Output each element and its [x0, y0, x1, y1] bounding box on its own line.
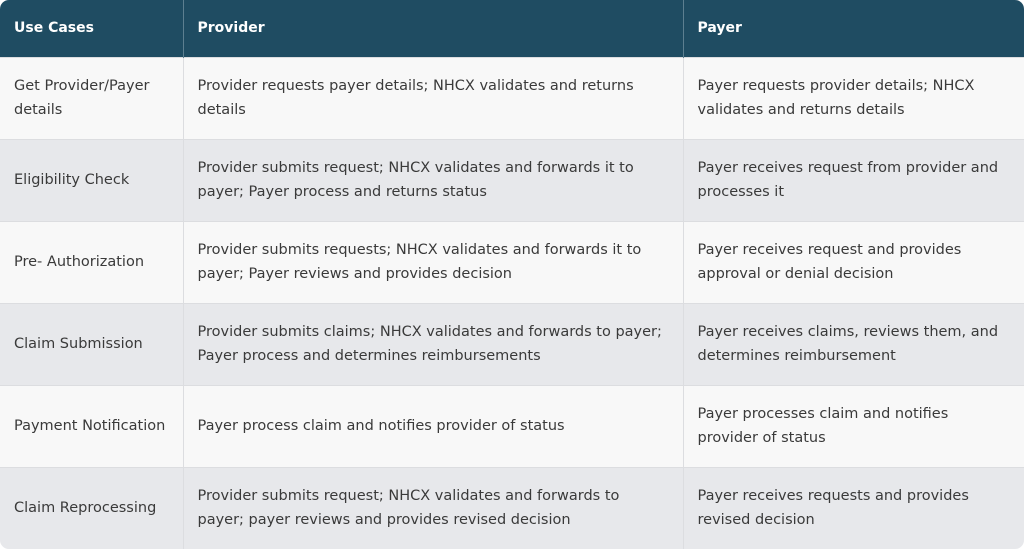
- cell-use-case: Get Provider/Payer details: [0, 56, 184, 139]
- table-row: Get Provider/Payer details Provider requ…: [0, 56, 1024, 139]
- cell-provider: Provider submits requests; NHCX validate…: [183, 220, 684, 303]
- cell-use-case: Pre- Authorization: [0, 220, 184, 303]
- header-provider: Provider: [183, 0, 684, 57]
- cell-use-case: Eligibility Check: [0, 138, 184, 221]
- table-header-row: Use Cases Provider Payer: [0, 0, 1024, 57]
- cell-payer: Payer receives requests and provides rev…: [683, 466, 1024, 549]
- header-use-cases: Use Cases: [0, 0, 184, 57]
- table-row: Payment Notification Payer process claim…: [0, 384, 1024, 467]
- cell-use-case: Claim Reprocessing: [0, 466, 184, 549]
- cell-provider: Provider submits request; NHCX validates…: [183, 466, 684, 549]
- cell-use-case: Claim Submission: [0, 302, 184, 385]
- cell-use-case: Payment Notification: [0, 384, 184, 467]
- cell-provider: Payer process claim and notifies provide…: [183, 384, 684, 467]
- header-payer: Payer: [697, 20, 742, 37]
- cell-provider: Provider submits request; NHCX validates…: [183, 138, 684, 221]
- cell-payer: Payer receives claims, reviews them, and…: [683, 302, 1024, 385]
- table-row: Pre- Authorization Provider submits requ…: [0, 220, 1024, 303]
- cell-payer: Payer receives request and provides appr…: [683, 220, 1024, 303]
- table-row: Eligibility Check Provider submits reque…: [0, 138, 1024, 221]
- cell-provider: Provider submits claims; NHCX validates …: [183, 302, 684, 385]
- table-row: Claim Submission Provider submits claims…: [0, 302, 1024, 385]
- table-row: Claim Reprocessing Provider submits requ…: [0, 466, 1024, 549]
- cell-payer: Payer requests provider details; NHCX va…: [683, 56, 1024, 139]
- cell-payer: Payer processes claim and notifies provi…: [683, 384, 1024, 467]
- cell-provider: Provider requests payer details; NHCX va…: [183, 56, 684, 139]
- cell-payer: Payer receives request from provider and…: [683, 138, 1024, 221]
